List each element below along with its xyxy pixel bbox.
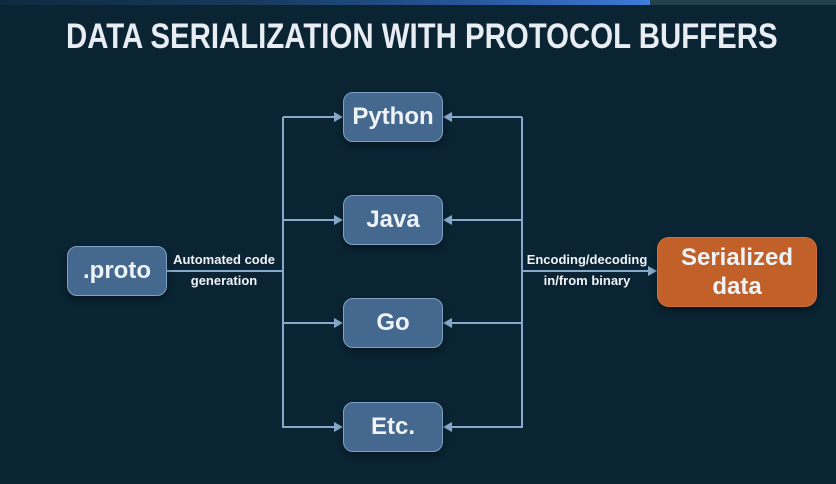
node-serialized-data-label: Serialized data bbox=[680, 244, 794, 300]
arrowhead-right-etc-icon bbox=[443, 422, 452, 432]
node-proto-label: .proto bbox=[83, 257, 151, 284]
edge-label-codegen-line1: Automated code bbox=[173, 252, 275, 267]
node-proto: .proto bbox=[67, 246, 167, 296]
edge-label-encoding-line1: Encoding/decoding bbox=[526, 252, 648, 267]
node-go-label: Go bbox=[376, 309, 410, 336]
connector-rail-to-serialized bbox=[522, 270, 649, 272]
connector-right-java bbox=[452, 219, 522, 221]
connector-left-etc bbox=[283, 426, 335, 428]
arrowhead-left-go-icon bbox=[334, 318, 343, 328]
connector-left-java bbox=[283, 219, 335, 221]
arrowhead-left-python-icon bbox=[334, 112, 343, 122]
arrowhead-serialized-icon bbox=[648, 266, 657, 276]
node-etc-label: Etc. bbox=[370, 413, 415, 440]
arrowhead-right-go-icon bbox=[443, 318, 452, 328]
connector-left-python bbox=[283, 116, 335, 118]
edge-label-encoding-line2: in/from binary bbox=[543, 273, 631, 288]
connector-left-go bbox=[283, 322, 335, 324]
node-java: Java bbox=[343, 195, 443, 245]
connector-rail-right bbox=[521, 117, 523, 428]
node-java-label: Java bbox=[366, 206, 420, 233]
arrowhead-left-etc-icon bbox=[334, 422, 343, 432]
arrowhead-right-python-icon bbox=[443, 112, 452, 122]
connector-proto-to-rail bbox=[167, 270, 283, 272]
node-python: Python bbox=[343, 92, 443, 142]
arrowhead-left-java-icon bbox=[334, 215, 343, 225]
slide-title: DATA SERIALIZATION WITH PROTOCOL BUFFERS bbox=[66, 17, 778, 56]
node-python-label: Python bbox=[352, 103, 434, 130]
edge-label-codegen-line2: generation bbox=[190, 273, 258, 288]
node-serialized-data: Serialized data bbox=[657, 237, 817, 307]
connector-right-python bbox=[452, 116, 522, 118]
progress-bar-track bbox=[0, 0, 836, 5]
node-go: Go bbox=[343, 298, 443, 348]
connector-right-etc bbox=[452, 426, 522, 428]
connector-right-go bbox=[452, 322, 522, 324]
node-etc: Etc. bbox=[343, 402, 443, 452]
connector-rail-left bbox=[282, 117, 284, 428]
progress-bar-fill bbox=[0, 0, 650, 5]
arrowhead-right-java-icon bbox=[443, 215, 452, 225]
